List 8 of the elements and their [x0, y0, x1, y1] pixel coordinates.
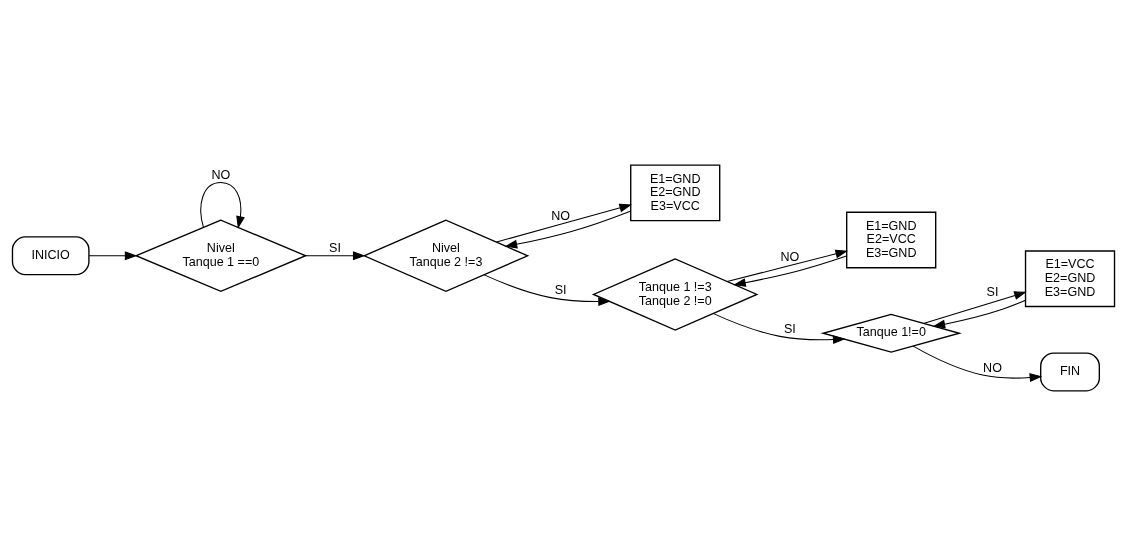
edge-label: SI — [329, 241, 341, 256]
edge-label: SI — [986, 285, 999, 300]
edge-label: SI — [783, 321, 796, 336]
edge-label: NO — [780, 249, 800, 264]
edge-label: SI — [554, 283, 567, 298]
edge-label: NO — [551, 208, 570, 223]
edge-label: NO — [211, 167, 231, 182]
edge-label: NO — [983, 360, 1002, 375]
